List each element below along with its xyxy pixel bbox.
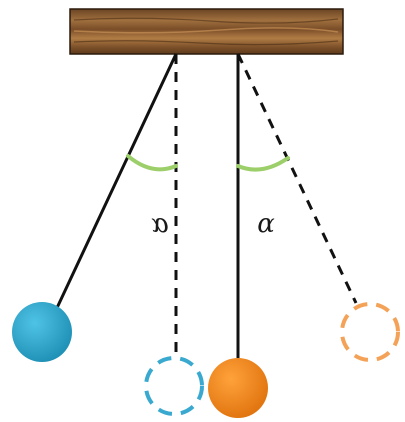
orange-ball-displaced-outline	[340, 302, 400, 362]
right-string-displaced	[236, 53, 358, 304]
orange-ball	[208, 358, 268, 418]
left-angle-label: α	[151, 209, 169, 239]
blue-ball-rest-outline	[144, 356, 204, 416]
right-angle-label: α	[257, 209, 275, 239]
support-beam	[69, 8, 344, 55]
left-angle-arc	[126, 154, 178, 172]
blue-ball	[12, 302, 72, 362]
left-string-displaced	[54, 53, 178, 311]
right-angle-arc	[236, 156, 290, 172]
